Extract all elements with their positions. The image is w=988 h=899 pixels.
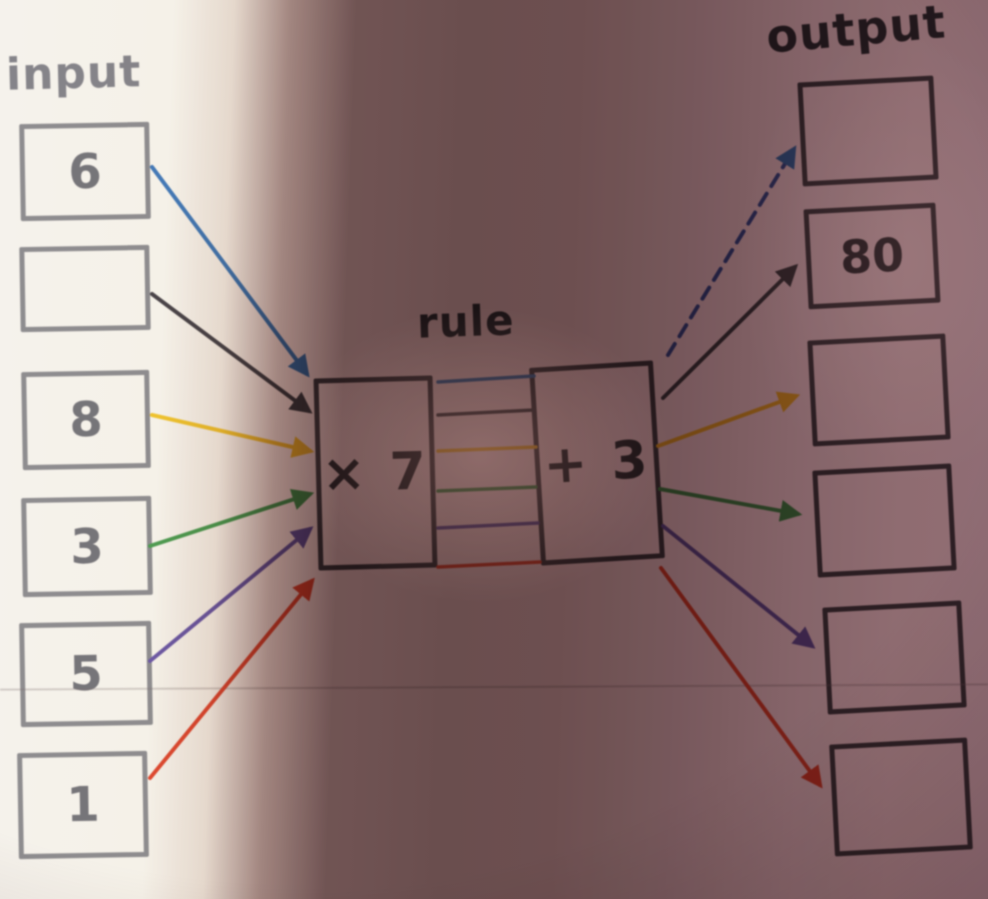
connector-red [436, 560, 542, 569]
arrow-input-yellow [150, 413, 315, 458]
arrow-input-red [148, 577, 315, 780]
connector-yellow [436, 445, 538, 453]
connector-green [436, 485, 538, 493]
connector-dark [436, 408, 536, 417]
arrow-output-green [658, 487, 803, 522]
arrow-output-purple [661, 524, 816, 649]
arrow-input-dark [150, 292, 313, 414]
connector-blue [436, 374, 536, 384]
connector-purple [436, 521, 540, 530]
arrow-input-blue [150, 165, 310, 378]
arrow-input-purple [148, 526, 314, 663]
arrow-output-yellow [656, 391, 801, 448]
arrow-output-red [659, 566, 823, 789]
arrow-input-green [148, 488, 315, 548]
arrow-output-blue-dashed [666, 145, 797, 357]
